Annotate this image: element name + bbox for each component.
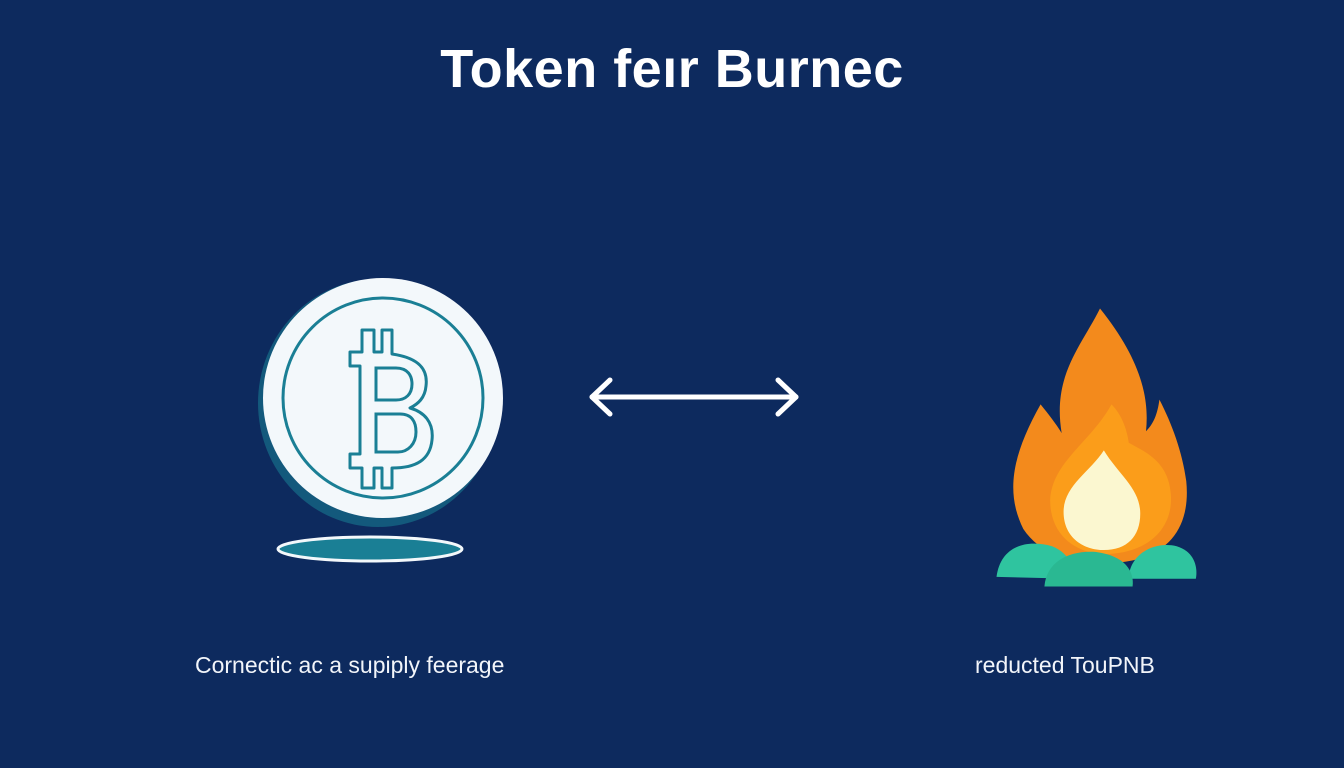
campfire-icon — [996, 308, 1197, 587]
right-caption: reducted TouPNB — [975, 652, 1155, 678]
bitcoin-coin-icon — [258, 278, 503, 563]
double-arrow-icon — [589, 377, 799, 417]
page-title: Token feır Burnec — [440, 39, 904, 99]
left-caption: Cornectic ac a supiply feerage — [195, 652, 505, 678]
